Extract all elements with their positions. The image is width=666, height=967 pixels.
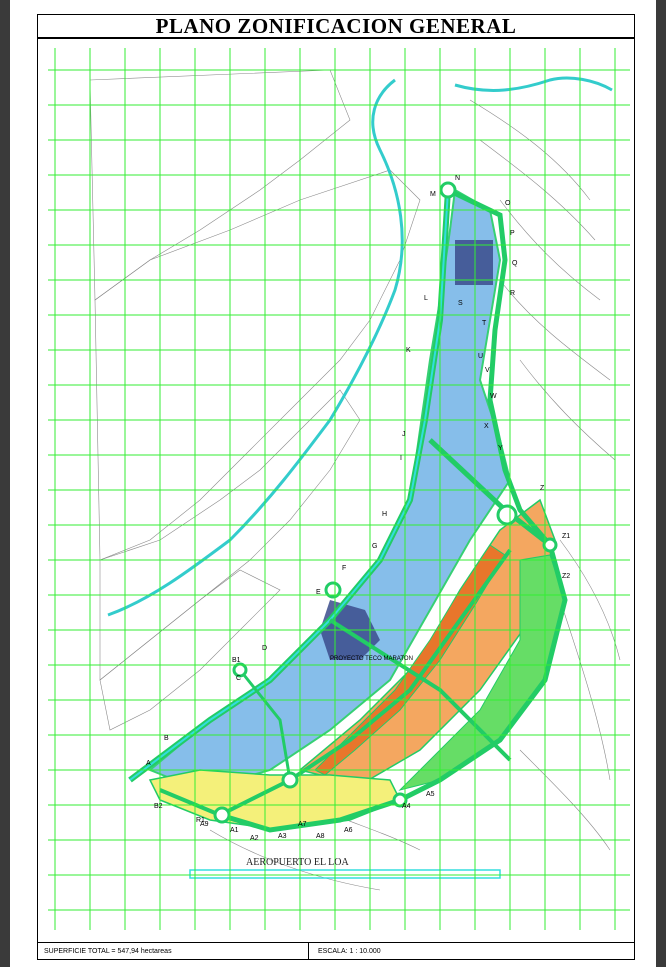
map-frame <box>37 38 635 943</box>
footer-divider <box>308 943 309 959</box>
node-label: I <box>400 455 402 462</box>
node-label: T <box>482 320 487 327</box>
node-label: W <box>490 393 497 400</box>
node-label: V <box>485 367 490 374</box>
scale-label: ESCALA: <box>318 948 350 955</box>
node-label: C <box>236 675 241 682</box>
node-label: B1 <box>232 657 241 664</box>
total-area-value: 547,94 hectareas <box>117 948 172 955</box>
node-label: F <box>342 565 346 572</box>
total-area-label: SUPERFICIE TOTAL = <box>44 948 118 955</box>
title-block: PLANO ZONIFICACION GENERAL <box>37 14 635 38</box>
airport-label: AEROPUERTO EL LOA <box>246 857 350 868</box>
node-label: R <box>510 290 515 297</box>
node-label: H <box>382 511 387 518</box>
node-label: Q <box>512 260 518 267</box>
scale: ESCALA: 1 : 10.000 <box>318 948 381 955</box>
node-label: M <box>430 191 436 198</box>
node-label: K <box>406 347 411 354</box>
node-label: U <box>478 353 483 360</box>
building-north <box>455 240 493 285</box>
node-label: A <box>146 760 151 767</box>
node-label: A1 <box>230 827 239 834</box>
total-area: SUPERFICIE TOTAL = 547,94 hectareas <box>44 948 172 955</box>
node-label: A2 <box>250 835 259 842</box>
node-label: N <box>455 175 460 182</box>
node-label: Y <box>498 445 503 452</box>
node-label: Z1 <box>562 533 570 540</box>
river <box>107 78 404 617</box>
node-label: A4 <box>402 803 411 810</box>
left-frame-bar <box>0 0 10 967</box>
node-label: L <box>424 295 428 302</box>
coordinate-grid <box>48 48 630 930</box>
node-label: G <box>372 543 377 550</box>
node-label: A8 <box>316 833 325 840</box>
node-label: A6 <box>344 827 353 834</box>
node-label: R1 <box>196 817 205 824</box>
node-label: Z2 <box>562 573 570 580</box>
node-label: A7 <box>298 821 307 828</box>
node-label: A9 <box>200 821 209 828</box>
node-label: A3 <box>278 833 287 840</box>
right-frame-bar <box>656 0 666 967</box>
footer-block: SUPERFICIE TOTAL = 547,94 hectareas ESCA… <box>37 943 635 960</box>
node-label: B <box>164 735 169 742</box>
project-label: PROYECTO TECO MARATON <box>330 656 413 662</box>
roundabouts <box>213 181 558 824</box>
node-label: E <box>316 589 321 596</box>
node-label: B2 <box>154 803 163 810</box>
airport-runway <box>189 869 501 879</box>
scale-value: 1 : 10.000 <box>349 948 381 955</box>
node-label: A5 <box>426 791 435 798</box>
node-label: Z <box>540 485 545 492</box>
river-upper <box>454 76 613 92</box>
node-label: S <box>458 300 463 307</box>
node-label: P <box>510 230 515 237</box>
node-label: J <box>402 431 406 438</box>
node-label: X <box>484 423 489 430</box>
page-title: PLANO ZONIFICACION GENERAL <box>155 13 517 38</box>
node-label: O <box>505 200 511 207</box>
node-label: D <box>262 645 267 652</box>
contour-lines <box>209 99 621 891</box>
